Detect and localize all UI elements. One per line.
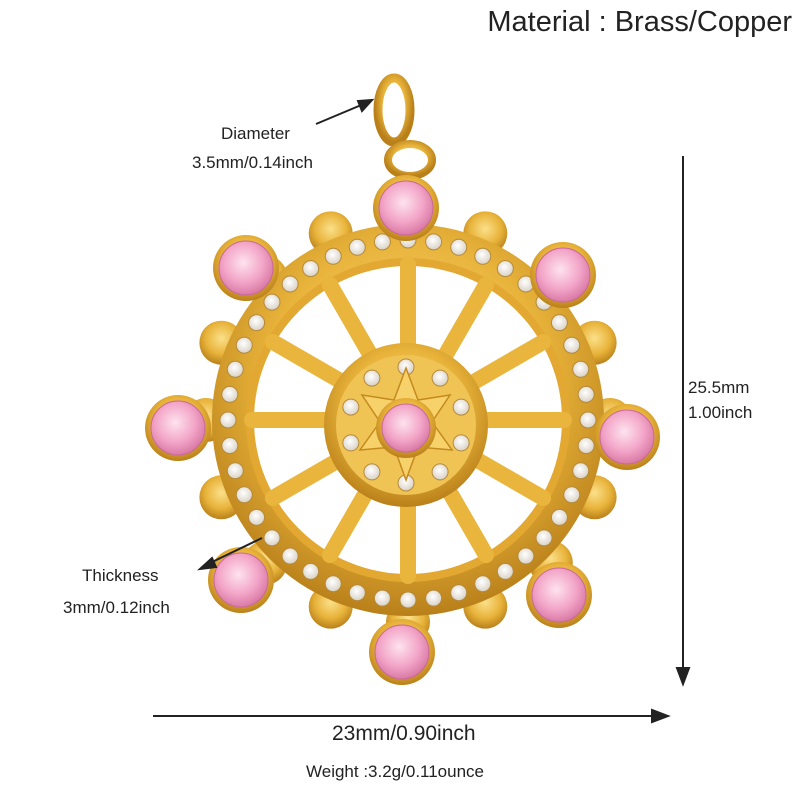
clear-stone <box>219 411 237 429</box>
clear-stone <box>348 238 366 256</box>
clear-stone <box>577 437 595 455</box>
jump-ring <box>373 73 436 180</box>
clear-stone <box>235 486 253 504</box>
height-arrow <box>675 156 691 687</box>
pink-stone <box>599 409 655 465</box>
clear-stone <box>263 293 281 311</box>
clear-stone <box>281 547 299 565</box>
height-inch-value: 1.00inch <box>688 403 753 422</box>
clear-stone <box>550 314 568 332</box>
spoke <box>322 276 381 368</box>
clear-stone <box>563 336 581 354</box>
clear-stone <box>399 591 417 609</box>
spoke <box>460 334 552 393</box>
pink-stone <box>374 624 430 680</box>
clear-stone <box>263 529 281 547</box>
hub-stone <box>452 398 470 416</box>
hub-clear-stones <box>342 358 470 492</box>
clear-stone-ring <box>219 231 597 609</box>
diameter-arrow <box>315 98 375 125</box>
height-mm-value: 25.5mm <box>688 378 750 397</box>
pink-stone <box>150 400 206 456</box>
clear-stone <box>450 584 468 602</box>
clear-stone <box>535 529 553 547</box>
clear-stone <box>572 462 590 480</box>
clear-stone <box>281 275 299 293</box>
thickness-label: Thickness <box>82 566 159 585</box>
hub-stone <box>363 463 381 481</box>
hub-stone <box>342 434 360 452</box>
clear-stone <box>248 314 266 332</box>
clear-stone <box>373 233 391 251</box>
spoke <box>264 334 356 393</box>
clear-stone <box>324 247 342 265</box>
clear-stone <box>579 411 597 429</box>
clear-stone <box>425 233 443 251</box>
spoke <box>435 276 494 368</box>
pink-stone <box>213 552 269 608</box>
hub-stone <box>452 434 470 452</box>
pink-stone <box>531 567 587 623</box>
hub-stone <box>431 463 449 481</box>
spoke <box>460 447 552 506</box>
clear-stone <box>496 562 514 580</box>
clear-stone <box>577 385 595 403</box>
clear-stone <box>226 462 244 480</box>
thickness-value: 3mm/0.12inch <box>63 598 170 617</box>
diameter-value: 3.5mm/0.14inch <box>192 153 313 172</box>
pink-stones <box>145 175 660 685</box>
weight-label: Weight :3.2g/0.11ounce <box>306 762 485 781</box>
clear-stone <box>302 260 320 278</box>
pink-stone <box>381 403 431 453</box>
pink-stone <box>535 247 591 303</box>
clear-stone <box>221 385 239 403</box>
clear-stone <box>563 486 581 504</box>
thickness-arrow <box>197 537 263 571</box>
clear-stone <box>324 575 342 593</box>
clear-stone <box>235 336 253 354</box>
clear-stone <box>450 238 468 256</box>
clear-stone <box>517 547 535 565</box>
pink-stone <box>378 180 434 236</box>
clear-stone <box>348 584 366 602</box>
material-title: Material : Brass/Copper <box>487 6 792 38</box>
width-arrow <box>153 708 671 724</box>
hub-stone <box>431 369 449 387</box>
diameter-label: Diameter <box>221 124 290 143</box>
clear-stone <box>373 589 391 607</box>
clear-stone <box>572 360 590 378</box>
clear-stone <box>496 260 514 278</box>
clear-stone <box>474 575 492 593</box>
clear-stone <box>221 437 239 455</box>
clear-stone <box>302 562 320 580</box>
width-value: 23mm/0.90inch <box>332 722 476 745</box>
clear-stone <box>226 360 244 378</box>
clear-stone <box>425 589 443 607</box>
clear-stone <box>474 247 492 265</box>
hub-stone <box>363 369 381 387</box>
hub-stone <box>342 398 360 416</box>
pink-stone <box>218 240 274 296</box>
clear-stone <box>248 508 266 526</box>
clear-stone <box>550 508 568 526</box>
